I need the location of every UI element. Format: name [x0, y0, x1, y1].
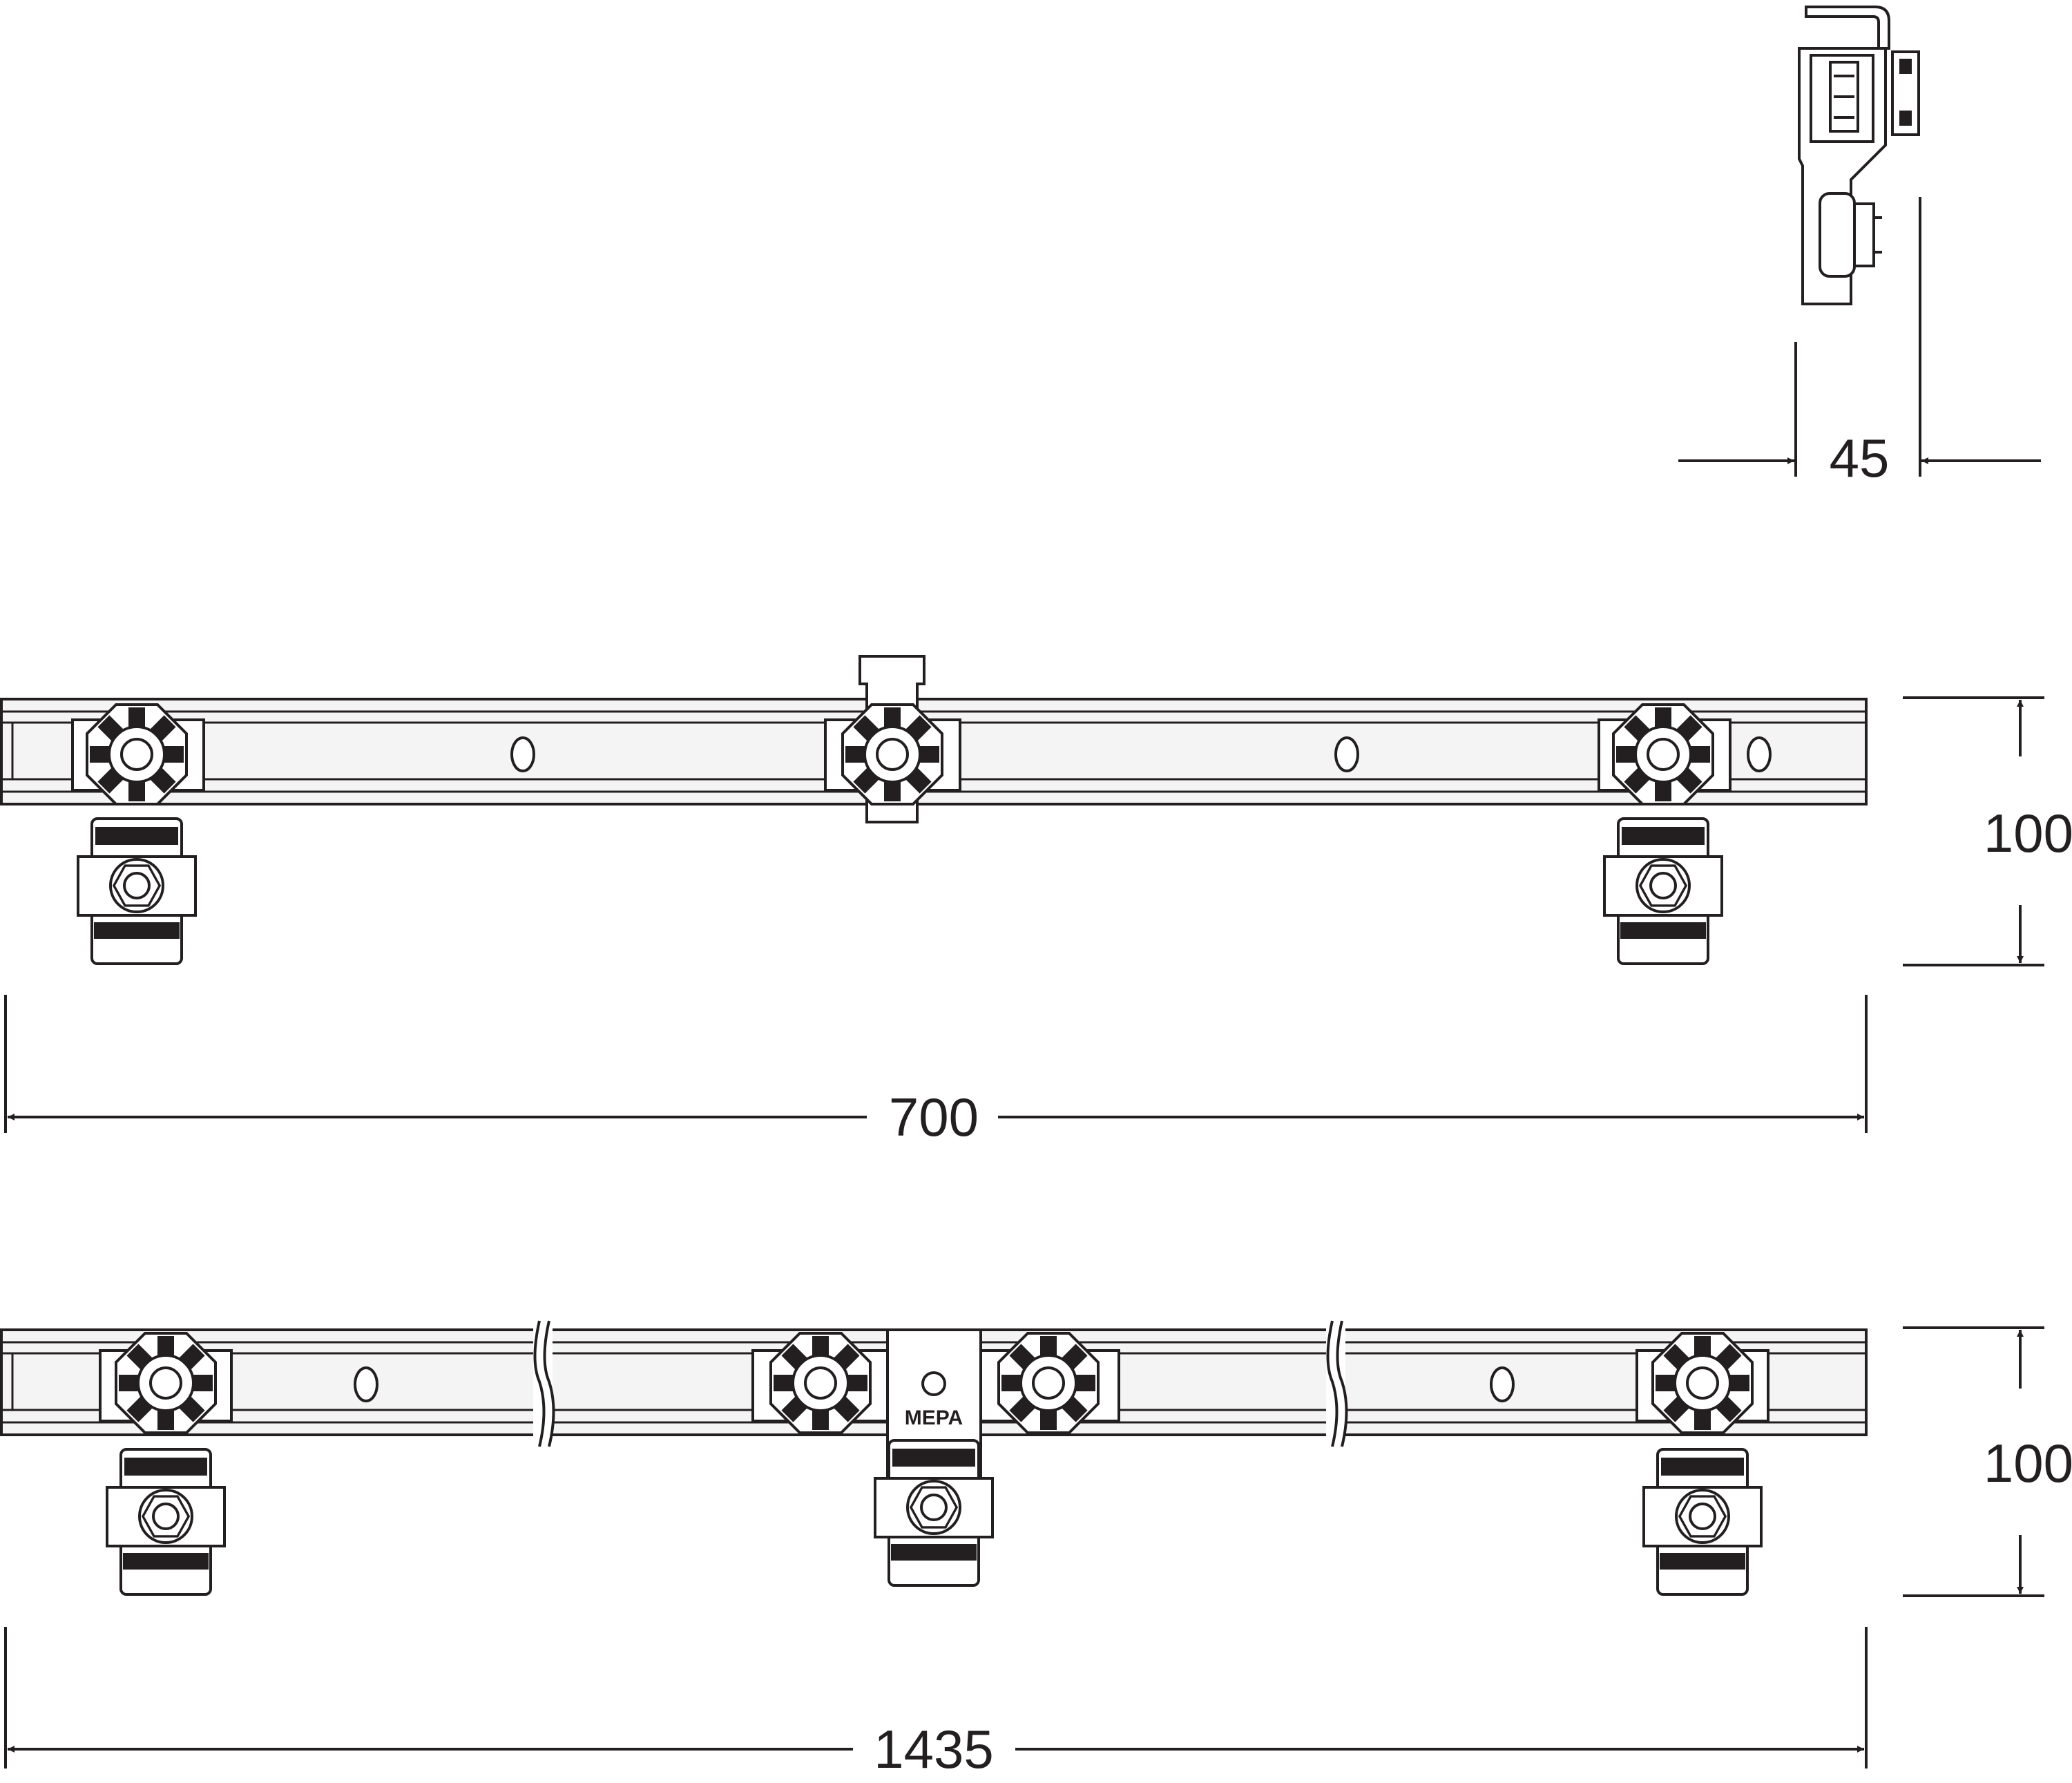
dimension-height-rail1: 100 — [1903, 696, 2072, 966]
bracket-rail2-right — [1635, 1332, 1769, 1596]
bracket-rail1-right — [1598, 703, 1732, 965]
dimension-height-rail2: 100 — [1903, 1326, 2072, 1597]
knob-rail1-center — [841, 703, 943, 805]
dimension-width-side: 45 — [1678, 197, 2041, 488]
side-view — [1798, 6, 1920, 305]
center-assembly-rail2: MEPA — [751, 1328, 1120, 1587]
dimension-100-label-2: 100 — [1984, 1433, 2072, 1494]
dimension-length-700: 700 — [4, 995, 1868, 1147]
dimension-length-1435: 1435 — [4, 1627, 1868, 1780]
dimension-700-label: 700 — [889, 1087, 979, 1147]
dimension-45-label: 45 — [1830, 428, 1890, 488]
mepa-plate-label: MEPA — [905, 1407, 963, 1429]
dimension-1435-label: 1435 — [874, 1719, 994, 1780]
dimension-100-label-1: 100 — [1984, 803, 2072, 864]
bracket-rail2-left — [99, 1332, 233, 1596]
bracket-rail1-left — [71, 703, 205, 965]
